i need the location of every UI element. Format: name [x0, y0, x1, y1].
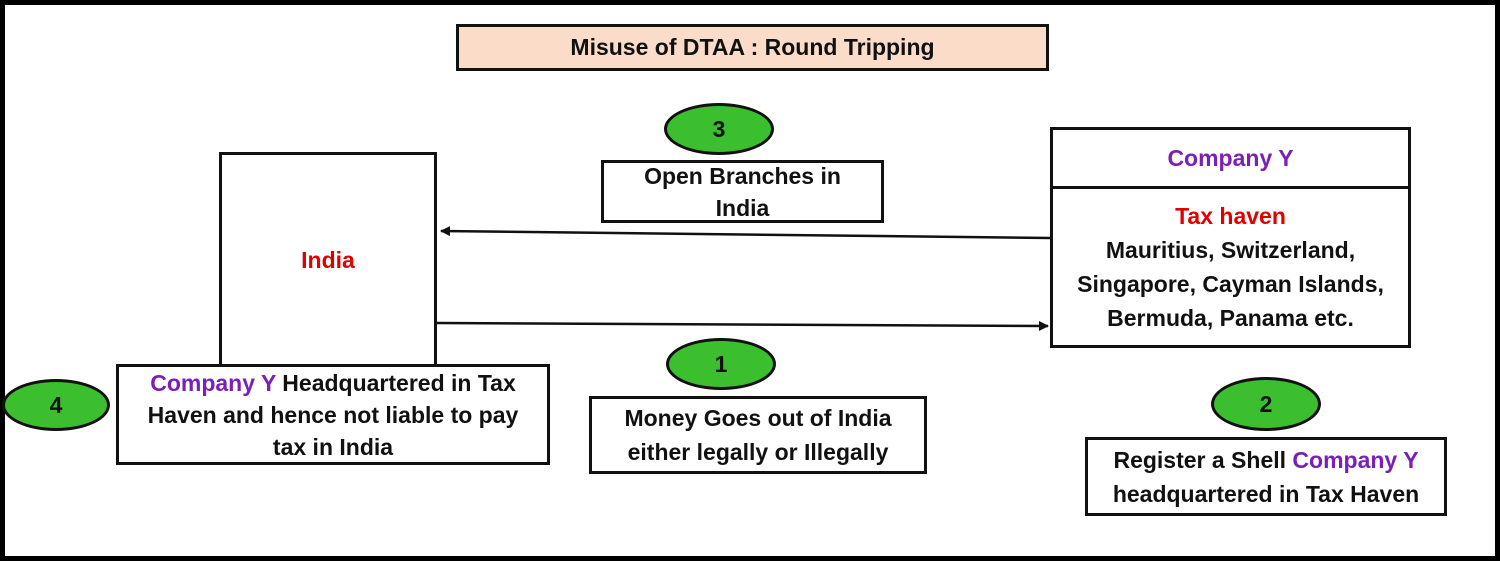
diagram-title: Misuse of DTAA : Round Tripping: [456, 24, 1049, 71]
step-3-line1: Open Branches in: [644, 162, 841, 189]
step-4-line1-rest: Headquartered in Tax: [275, 369, 516, 396]
step-2-line2: headquartered in Tax Haven: [1112, 480, 1420, 507]
step-1-line1: Money Goes out of India: [624, 405, 892, 431]
step-1-number: 1: [714, 350, 728, 377]
step-2-line1-prefix: Register a Shell: [1113, 446, 1293, 473]
step-3-number: 3: [712, 115, 726, 142]
step-2-line1: Register a Shell Company Y: [1113, 443, 1418, 477]
step-2-box: Register a Shell Company Y headquartered…: [1085, 437, 1447, 516]
step-4-box: Company Y Headquartered in Tax Haven and…: [116, 364, 550, 465]
step-2-company-name: Company Y: [1292, 446, 1419, 473]
tax-haven-label: Tax haven: [1175, 203, 1286, 229]
step-2-number: 2: [1259, 390, 1273, 417]
step-4-badge: 4: [2, 379, 110, 431]
step-3-badge: 3: [664, 103, 774, 155]
tax-haven-box: Tax haven Mauritius, Switzerland, Singap…: [1050, 186, 1411, 348]
step-4-number: 4: [49, 391, 63, 418]
india-label: India: [301, 246, 355, 273]
tax-haven-countries-line3: Bermuda, Panama etc.: [1107, 305, 1354, 331]
step-4-line1: Company Y Headquartered in Tax: [150, 367, 516, 399]
company-y-name: Company Y: [1167, 144, 1294, 171]
step-2-badge: 2: [1211, 377, 1321, 431]
step-3-box: Open Branches in India: [601, 160, 884, 223]
step-1-line2: either legally or Illegally: [627, 439, 889, 465]
step-4-line2: Haven and hence not liable to pay: [147, 401, 519, 428]
step-4-company-name: Company Y: [150, 369, 276, 396]
india-box: India: [219, 152, 437, 368]
step-4-line3: tax in India: [272, 433, 394, 460]
title-text: Misuse of DTAA : Round Tripping: [570, 34, 935, 60]
tax-haven-countries-line1: Mauritius, Switzerland,: [1105, 237, 1356, 263]
step-1-box: Money Goes out of India either legally o…: [589, 396, 927, 474]
step-3-line2: India: [715, 194, 770, 221]
company-y-header: Company Y: [1050, 127, 1411, 189]
step-1-badge: 1: [666, 338, 776, 390]
tax-haven-countries-line2: Singapore, Cayman Islands,: [1077, 271, 1384, 297]
